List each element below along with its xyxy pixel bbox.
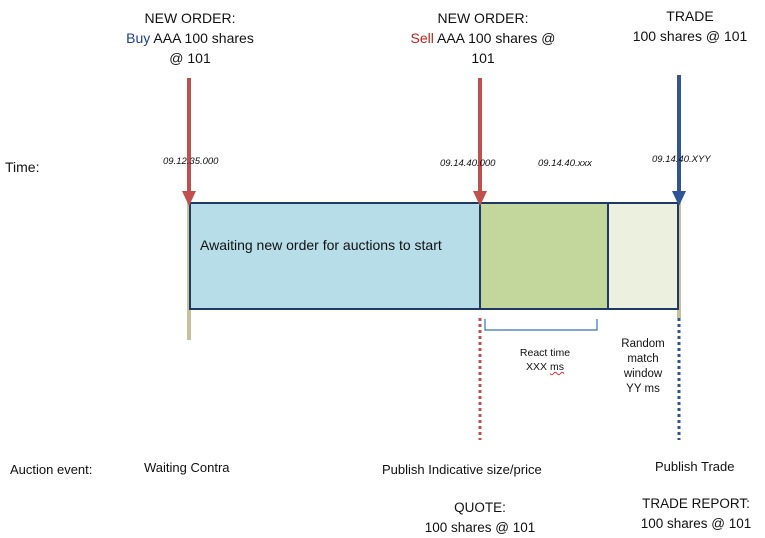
auction-event-label: Auction event: [10,462,93,477]
react-time-annotation: React time XXX ms [505,346,585,374]
auction-publish-indicative: Publish Indicative size/price [382,462,542,477]
time-row-label: Time: [5,159,40,175]
timestamp-buy: 09.12.35.000 [163,156,219,167]
timestamp-trade: 09.14.40.XYY [652,154,711,165]
sell-side-text: Sell [410,30,434,46]
react-phase-box [479,202,609,310]
react-time-label: React time [519,347,571,359]
sell-order-arrow [473,78,487,206]
buy-order-price: @ 101 [169,50,211,66]
auction-publish-trade: Publish Trade [655,459,735,474]
trade-arrow [672,75,686,206]
quote-label: QUOTE: 100 shares @ 101 [405,498,555,538]
random-window-box [607,202,679,310]
trade-label: TRADE 100 shares @ 101 [620,6,760,46]
sell-order-heading: NEW ORDER: [437,10,529,26]
trade-report-heading: TRADE REPORT: [642,496,750,511]
auction-waiting-contra: Waiting Contra [144,460,230,475]
quote-heading: QUOTE: [454,500,506,515]
sell-order-price: 101 [471,50,495,66]
quote-detail: 100 shares @ 101 [424,520,536,535]
timestamp-sell: 09.14.40.000 [440,158,496,169]
waiting-phase-label: Awaiting new order for auctions to start [200,237,442,253]
buy-order-label: NEW ORDER: Buy AAA 100 shares @ 101 [105,8,275,68]
react-time-value: XXX ms [526,361,564,373]
random-window-annotation: Random match window YY ms [621,338,665,395]
waiting-phase-box [189,202,481,310]
timestamp-react: 09.14.40.xxx [538,158,592,169]
sell-order-label: NEW ORDER: Sell AAA 100 shares @ 101 [393,8,573,68]
buy-side-text: Buy [126,30,151,46]
trade-detail: 100 shares @ 101 [632,28,748,44]
buy-order-arrow [182,78,196,206]
trade-report-label: TRADE REPORT: 100 shares @ 101 [630,494,762,534]
trade-heading: TRADE [666,8,714,24]
buy-order-heading: NEW ORDER: [144,10,236,26]
trade-report-detail: 100 shares @ 101 [640,516,752,531]
buy-order-detail: Buy AAA 100 shares [126,30,254,46]
react-time-bracket [484,319,598,331]
sell-order-detail: Sell AAA 100 shares @ [410,30,556,46]
